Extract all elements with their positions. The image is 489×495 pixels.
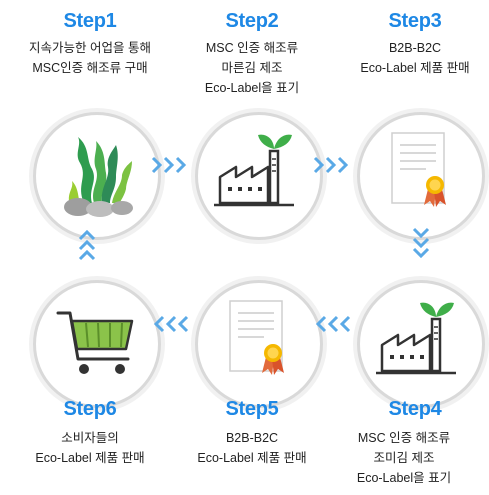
step1-description: 지속가능한 어업을 통해 MSC인증 해조류 구매: [5, 38, 175, 78]
chevrons-right-icon: [151, 156, 187, 174]
chevrons-down-icon: [412, 227, 430, 259]
step4-line-1: MSC 인증 해조류: [357, 431, 451, 445]
step5-circle: [195, 280, 323, 408]
step3-title: Step3: [388, 10, 442, 32]
step2-description: MSC 인증 해조류 마른김 제조 Eco-Label을 표기: [167, 38, 337, 98]
chevrons-up-icon: [78, 230, 96, 261]
step1-line-1: 지속가능한 어업을 통해: [29, 41, 151, 55]
step2-circle: [195, 112, 323, 240]
step4-title: Step4: [388, 398, 442, 420]
step5-title: Step5: [225, 398, 279, 420]
step4-line-3: Eco-Label을 표기: [356, 471, 452, 485]
step2-title: Step2: [225, 10, 279, 32]
step2-line-1: MSC 인증 해조류: [205, 41, 299, 55]
step3-line-2: Eco-Label 제품 판매: [360, 61, 470, 75]
chevrons-left-icon: [153, 315, 189, 333]
factory-icon: [214, 134, 294, 207]
step4-description: MSC 인증 해조류 조미김 제조 Eco-Label을 표기: [319, 428, 489, 488]
step1-circle: [33, 112, 161, 240]
step5-description: B2B-B2C Eco-Label 제품 판매: [167, 428, 337, 468]
step1-title: Step1: [63, 10, 117, 32]
step2-line-3: Eco-Label을 표기: [204, 81, 300, 95]
step3-description: B2B-B2C Eco-Label 제품 판매: [330, 38, 489, 78]
step6-line-2: Eco-Label 제품 판매: [35, 451, 145, 465]
chevrons-right-icon: [313, 156, 349, 174]
step6-line-1: 소비자들의: [61, 431, 119, 445]
step5-line-1: B2B-B2C: [225, 431, 279, 445]
step2-line-2: 마른김 제조: [221, 61, 283, 75]
shopping-cart-icon: [56, 311, 134, 374]
step4-line-2: 조미김 제조: [373, 451, 435, 465]
step6-circle: [33, 280, 161, 408]
step3-circle: [357, 112, 485, 240]
step4-circle: [357, 280, 485, 408]
step3-line-1: B2B-B2C: [388, 41, 442, 55]
step1-line-2: MSC인증 해조류 구매: [32, 61, 148, 75]
certificate-icon: [391, 132, 446, 207]
certificate-icon: [229, 300, 284, 375]
seaweed-icon: [64, 137, 133, 217]
factory-icon: [376, 302, 456, 375]
step6-description: 소비자들의 Eco-Label 제품 판매: [5, 428, 175, 468]
step5-line-2: Eco-Label 제품 판매: [197, 451, 307, 465]
step6-title: Step6: [63, 398, 117, 420]
chevrons-left-icon: [315, 315, 351, 333]
